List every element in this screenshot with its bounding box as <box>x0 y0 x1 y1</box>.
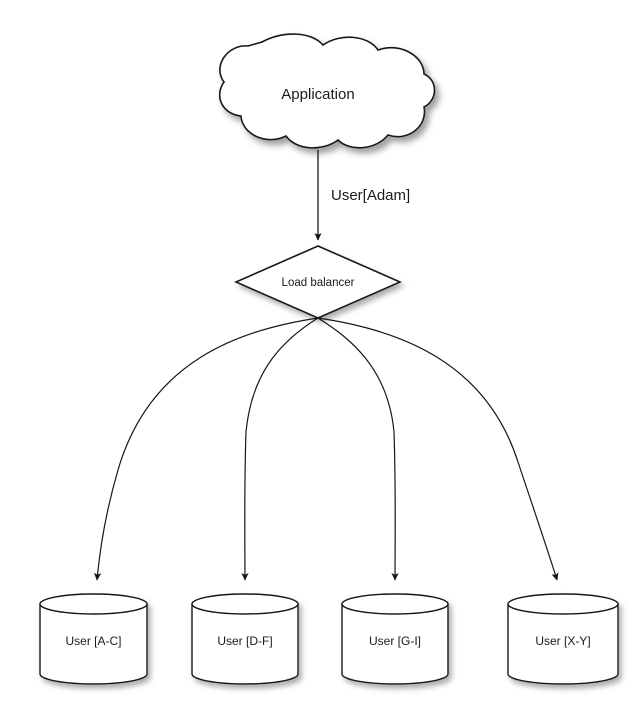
database-1-label: User [A-C] <box>65 634 121 648</box>
application-label: Application <box>281 86 354 103</box>
edge-app-to-balancer[interactable]: User[Adam] <box>314 150 410 241</box>
edge-to-db-1[interactable] <box>94 317 319 581</box>
node-load-balancer-diamond[interactable]: Load balancer <box>234 245 402 319</box>
edges-balancer-to-databases <box>94 317 559 581</box>
database-3-label: User [G-I] <box>369 634 421 648</box>
node-database-2[interactable]: User [D-F] <box>191 593 299 685</box>
edge-to-db-4[interactable] <box>317 317 559 581</box>
load-balancer-label: Load balancer <box>282 277 355 289</box>
database-2-label: User [D-F] <box>217 634 272 648</box>
edge-to-db-3[interactable] <box>317 317 399 581</box>
node-application-cloud[interactable]: Application <box>218 33 436 149</box>
edge-to-db-2[interactable] <box>241 317 319 581</box>
node-database-1[interactable]: User [A-C] <box>39 593 148 685</box>
node-database-3[interactable]: User [G-I] <box>341 593 449 685</box>
edge-app-to-balancer-label: User[Adam] <box>331 187 410 204</box>
database-4-label: User [X-Y] <box>535 634 590 648</box>
node-database-4[interactable]: User [X-Y] <box>507 593 619 685</box>
